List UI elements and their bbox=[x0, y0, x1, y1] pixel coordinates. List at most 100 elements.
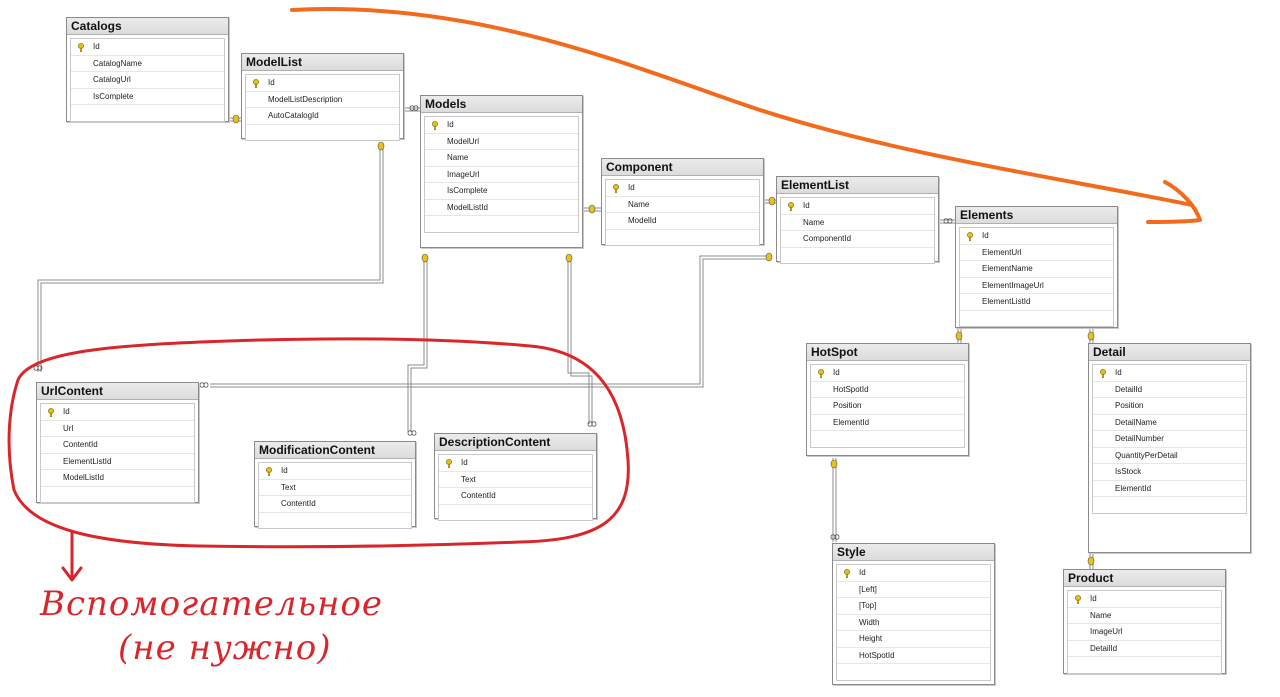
column-row[interactable]: [Left] bbox=[837, 582, 990, 598]
table-title: Catalogs bbox=[67, 18, 228, 35]
column-row[interactable]: CatalogUrl bbox=[71, 72, 224, 89]
table-title: ModificationContent bbox=[255, 442, 415, 459]
key-icon bbox=[843, 568, 851, 578]
key-icon bbox=[1099, 368, 1107, 378]
key-icon bbox=[431, 120, 439, 130]
key-icon bbox=[252, 78, 260, 88]
table-detail[interactable]: Detail Id DetailId Position DetailName D… bbox=[1088, 343, 1251, 553]
table-elements[interactable]: Elements Id ElementUrl ElementName Eleme… bbox=[955, 206, 1118, 328]
column-row[interactable]: Id bbox=[781, 198, 934, 215]
column-row[interactable]: ElementId bbox=[1093, 481, 1246, 497]
column-row[interactable]: ElementListId bbox=[960, 294, 1113, 311]
column-row[interactable]: Position bbox=[811, 398, 964, 415]
column-row[interactable]: Id bbox=[259, 463, 411, 480]
column-row[interactable]: ElementName bbox=[960, 261, 1113, 278]
column-row[interactable]: Name bbox=[425, 150, 578, 167]
key-icon bbox=[265, 466, 273, 476]
column-row[interactable]: DetailNumber bbox=[1093, 431, 1246, 448]
connector-key-icon bbox=[768, 196, 776, 206]
table-columns: Id HotSpotId Position ElementId bbox=[810, 364, 965, 448]
column-row[interactable]: QuantityPerDetail bbox=[1093, 448, 1246, 464]
table-modellist[interactable]: ModelList Id ModelListDescription AutoCa… bbox=[241, 53, 404, 141]
key-icon bbox=[787, 201, 795, 211]
column-row[interactable]: ComponentId bbox=[781, 231, 934, 248]
table-columns: Id Url ContentId ElementListId ModelList… bbox=[40, 403, 195, 503]
annotation-note: Вспомогательное (не нужно) bbox=[40, 584, 383, 668]
column-row[interactable]: ContentId bbox=[259, 496, 411, 513]
column-row[interactable]: IsStock bbox=[1093, 464, 1246, 481]
column-row[interactable]: ContentId bbox=[439, 488, 592, 505]
column-row[interactable]: Id bbox=[71, 39, 224, 56]
table-modificationcontent[interactable]: ModificationContent Id Text ContentId bbox=[254, 441, 416, 529]
column-row[interactable]: HotSpotId bbox=[811, 382, 964, 398]
column-row[interactable]: Id bbox=[837, 565, 990, 582]
column-row[interactable]: Id bbox=[606, 180, 759, 197]
column-row[interactable]: ModelId bbox=[606, 213, 759, 230]
table-urlcontent[interactable]: UrlContent Id Url ContentId ElementListI… bbox=[36, 382, 199, 503]
column-row[interactable]: Id bbox=[960, 228, 1113, 245]
column-row[interactable]: Id bbox=[1093, 365, 1246, 382]
column-row[interactable]: Name bbox=[606, 197, 759, 213]
column-row[interactable]: ElementId bbox=[811, 415, 964, 431]
column-row[interactable]: HotSpotId bbox=[837, 648, 990, 664]
table-descriptioncontent[interactable]: DescriptionContent Id Text ContentId bbox=[434, 433, 597, 521]
column-row[interactable]: AutoCatalogId bbox=[246, 108, 399, 125]
column-row[interactable]: Height bbox=[837, 631, 990, 648]
column-row[interactable]: Id bbox=[246, 75, 399, 92]
column-row[interactable]: ModelListDescription bbox=[246, 92, 399, 108]
table-title: Component bbox=[602, 159, 763, 176]
table-product[interactable]: Product Id Name ImageUrl DetailId bbox=[1063, 569, 1226, 674]
connector-key-icon bbox=[830, 459, 838, 469]
column-row[interactable]: Id bbox=[439, 455, 592, 472]
column-row[interactable]: ElementUrl bbox=[960, 245, 1113, 261]
column-row[interactable]: [Top] bbox=[837, 598, 990, 615]
column-row[interactable]: ModelUrl bbox=[425, 134, 578, 150]
column-row[interactable]: Name bbox=[781, 215, 934, 231]
infinity-icon bbox=[943, 218, 953, 224]
column-row[interactable]: ContentId bbox=[41, 437, 194, 454]
column-row[interactable]: Width bbox=[837, 615, 990, 631]
column-row-empty bbox=[425, 216, 578, 232]
column-row[interactable]: IsComplete bbox=[71, 89, 224, 105]
table-title: Style bbox=[833, 544, 994, 561]
column-row[interactable]: Text bbox=[439, 472, 592, 488]
table-elementlist[interactable]: ElementList Id Name ComponentId bbox=[776, 176, 939, 264]
column-row[interactable]: Id bbox=[811, 365, 964, 382]
connector-key-icon bbox=[955, 331, 963, 341]
column-row[interactable]: Text bbox=[259, 480, 411, 496]
column-row[interactable]: DetailName bbox=[1093, 415, 1246, 431]
column-row[interactable]: ModelListId bbox=[41, 470, 194, 487]
connector-key-icon bbox=[1087, 331, 1095, 341]
column-row-empty bbox=[781, 248, 934, 264]
column-row[interactable]: IsComplete bbox=[425, 183, 578, 200]
table-models[interactable]: Models Id ModelUrl Name ImageUrl IsCompl… bbox=[420, 95, 583, 248]
column-row[interactable]: Id bbox=[41, 404, 194, 421]
column-row[interactable]: CatalogName bbox=[71, 56, 224, 72]
table-title: UrlContent bbox=[37, 383, 198, 400]
column-row[interactable]: Id bbox=[425, 117, 578, 134]
column-row[interactable]: Name bbox=[1068, 608, 1221, 624]
table-columns: Id ElementUrl ElementName ElementImageUr… bbox=[959, 227, 1114, 327]
table-hotspot[interactable]: HotSpot Id HotSpotId Position ElementId bbox=[806, 343, 969, 456]
table-style[interactable]: Style Id [Left] [Top] Width Height HotSp… bbox=[832, 543, 995, 685]
column-row-empty bbox=[1068, 657, 1221, 673]
table-component[interactable]: Component Id Name ModelId bbox=[601, 158, 764, 246]
column-row[interactable]: DetailId bbox=[1093, 382, 1246, 398]
column-row-empty bbox=[71, 105, 224, 121]
column-row[interactable]: Id bbox=[1068, 591, 1221, 608]
table-title: Detail bbox=[1089, 344, 1250, 361]
column-row[interactable]: ElementImageUrl bbox=[960, 278, 1113, 294]
table-catalogs[interactable]: Catalogs Id CatalogName CatalogUrl IsCom… bbox=[66, 17, 229, 122]
infinity-icon bbox=[199, 382, 209, 388]
column-row[interactable]: ElementListId bbox=[41, 454, 194, 470]
column-row[interactable]: ImageUrl bbox=[425, 167, 578, 183]
column-row[interactable]: DetailId bbox=[1068, 641, 1221, 657]
annotation-line-1: Вспомогательное bbox=[40, 584, 384, 624]
key-icon bbox=[77, 42, 85, 52]
relation-elementlist-urlcontent bbox=[210, 255, 767, 385]
column-row[interactable]: ImageUrl bbox=[1068, 624, 1221, 641]
table-columns: Id Text ContentId bbox=[438, 454, 593, 521]
column-row[interactable]: Url bbox=[41, 421, 194, 437]
column-row[interactable]: ModelListId bbox=[425, 200, 578, 216]
column-row[interactable]: Position bbox=[1093, 398, 1246, 415]
